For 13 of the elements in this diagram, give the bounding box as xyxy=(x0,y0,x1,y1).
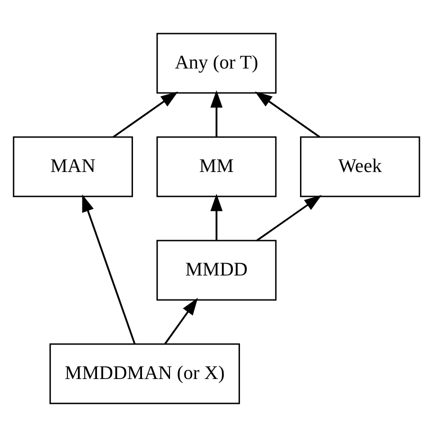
arrow xyxy=(210,90,223,137)
node-box: Week xyxy=(300,136,420,198)
node-box: Any (or T) xyxy=(156,32,277,94)
arrow xyxy=(112,92,178,138)
node-box: MMDD xyxy=(156,240,277,301)
node-box: MMDDMAN (or X) xyxy=(49,343,240,404)
node-box: MM xyxy=(156,136,277,198)
arrow xyxy=(256,195,322,242)
arrow xyxy=(254,92,320,138)
arrow xyxy=(210,194,223,240)
node-box: MAN xyxy=(12,136,133,198)
arrow xyxy=(164,298,198,344)
arrow xyxy=(82,194,136,344)
